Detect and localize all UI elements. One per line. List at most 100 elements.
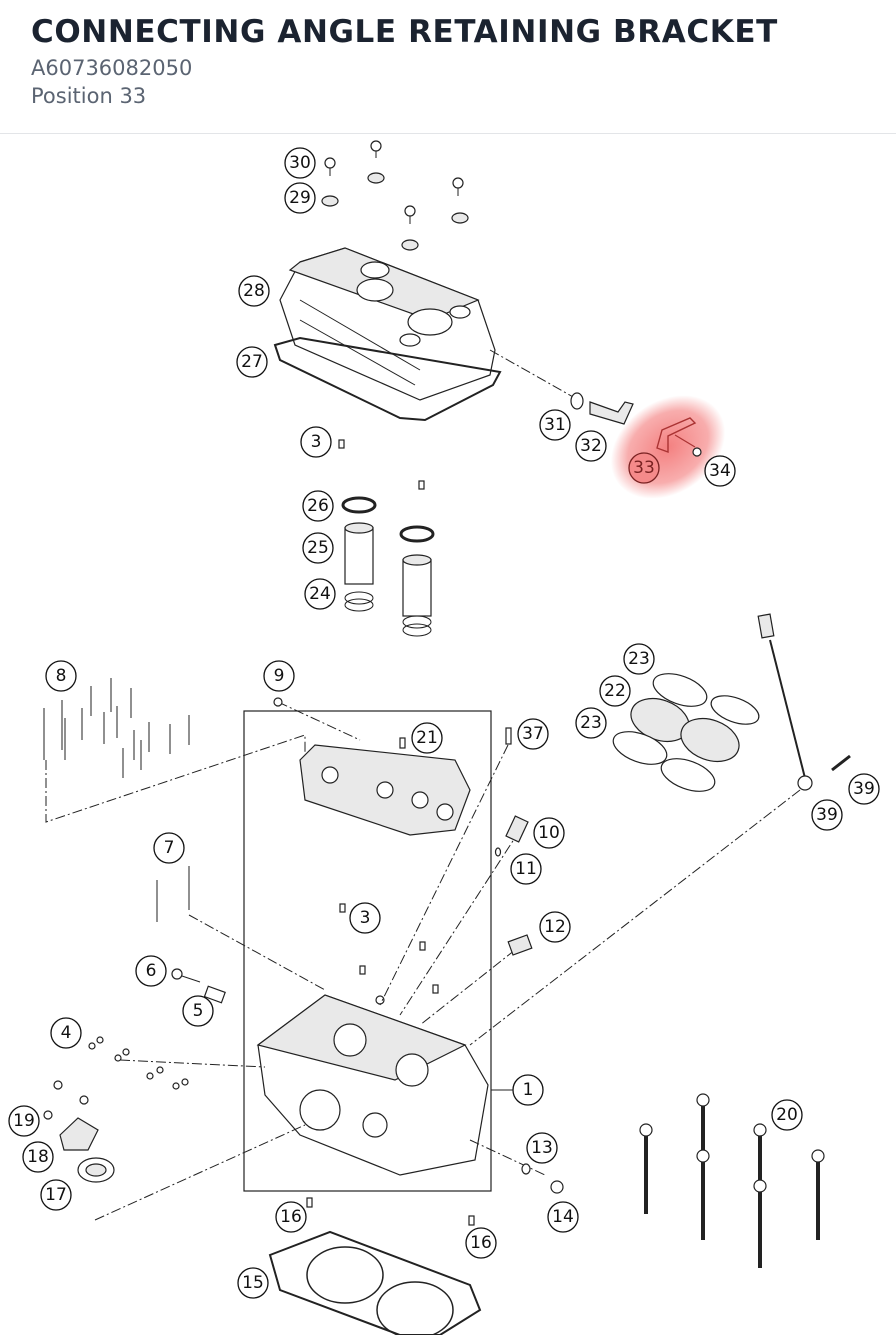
svg-text:1: 1: [523, 1080, 534, 1100]
svg-text:33: 33: [633, 458, 655, 478]
svg-text:16: 16: [470, 1233, 492, 1253]
svg-text:34: 34: [709, 461, 731, 481]
thermostat-housing-17-18-19: [43, 1080, 115, 1183]
callout-7[interactable]: 7: [153, 832, 185, 864]
position-label: Position 33: [31, 84, 147, 108]
svg-text:12: 12: [544, 917, 566, 937]
svg-text:16: 16: [280, 1207, 302, 1227]
frame-box: [243, 710, 492, 1192]
head-gasket-15: [268, 1230, 482, 1335]
svg-text:39: 39: [816, 805, 838, 825]
svg-text:5: 5: [193, 1001, 204, 1021]
callout-23-top[interactable]: 23: [623, 643, 655, 675]
callout-24[interactable]: 24: [304, 578, 336, 610]
o-ring-31: [570, 392, 584, 410]
callout-39-right[interactable]: 39: [848, 773, 880, 805]
callout-19[interactable]: 19: [8, 1105, 40, 1137]
callout-30[interactable]: 30: [284, 147, 316, 179]
svg-text:6: 6: [146, 961, 157, 981]
callout-4[interactable]: 4: [50, 1017, 82, 1049]
cylinder-head-1: [256, 994, 489, 1176]
callout-18[interactable]: 18: [22, 1141, 54, 1173]
sensor-10: [505, 815, 529, 843]
sensor-12: [507, 934, 533, 956]
svg-text:19: 19: [13, 1111, 35, 1131]
svg-text:3: 3: [360, 908, 371, 928]
callout-26[interactable]: 26: [302, 490, 334, 522]
svg-text:31: 31: [544, 415, 566, 435]
callout-23-bottom[interactable]: 23: [575, 707, 607, 739]
svg-text:20: 20: [776, 1105, 798, 1125]
camshaft-bearing-bridge-21: [299, 737, 471, 836]
callout-11[interactable]: 11: [510, 853, 542, 885]
svg-text:37: 37: [522, 724, 544, 744]
callout-8[interactable]: 8: [45, 660, 77, 692]
plugs-4: [88, 1036, 189, 1090]
callout-33[interactable]: 33: [628, 452, 660, 484]
svg-text:14: 14: [552, 1207, 574, 1227]
callout-14[interactable]: 14: [547, 1201, 579, 1233]
callout-25[interactable]: 25: [302, 532, 334, 564]
svg-text:9: 9: [274, 666, 285, 686]
callout-12[interactable]: 12: [539, 911, 571, 943]
callout-34[interactable]: 34: [704, 455, 736, 487]
svg-text:17: 17: [45, 1185, 67, 1205]
svg-text:7: 7: [164, 838, 175, 858]
callout-21[interactable]: 21: [411, 722, 443, 754]
callout-20[interactable]: 20: [771, 1099, 803, 1131]
callout-32[interactable]: 32: [575, 430, 607, 462]
svg-text:10: 10: [538, 823, 560, 843]
screw-plug-13-14: [521, 1163, 564, 1194]
svg-text:30: 30: [289, 153, 311, 173]
callout-16-right[interactable]: 16: [465, 1227, 497, 1259]
callout-3-middle[interactable]: 3: [349, 902, 381, 934]
sensor-37: [505, 727, 512, 745]
callout-15[interactable]: 15: [237, 1267, 269, 1299]
callout-10[interactable]: 10: [533, 817, 565, 849]
svg-text:18: 18: [27, 1147, 49, 1167]
filter-parts: [341, 496, 435, 637]
callout-17[interactable]: 17: [40, 1179, 72, 1211]
bolts-7: [156, 866, 190, 922]
callout-3-top[interactable]: 3: [300, 426, 332, 458]
svg-text:15: 15: [242, 1273, 264, 1293]
screw-6: [171, 968, 201, 983]
sensor-cable-39: [757, 613, 851, 791]
callout-9[interactable]: 9: [263, 660, 295, 692]
connecting-angle-32: [589, 401, 634, 425]
dowels-16: [306, 1197, 475, 1226]
svg-text:39: 39: [853, 779, 875, 799]
callout-22[interactable]: 22: [599, 675, 631, 707]
intake-parts-22-23: [612, 673, 760, 792]
callout-31[interactable]: 31: [539, 409, 571, 441]
callout-27[interactable]: 27: [236, 346, 268, 378]
callout-16-left[interactable]: 16: [275, 1201, 307, 1233]
screw-34: [692, 447, 702, 457]
callout-1[interactable]: 1: [512, 1074, 544, 1106]
callout-37[interactable]: 37: [517, 718, 549, 750]
svg-text:24: 24: [309, 584, 331, 604]
page-title: CONNECTING ANGLE RETAINING BRACKET: [31, 14, 778, 50]
callout-39-left[interactable]: 39: [811, 799, 843, 831]
header: CONNECTING ANGLE RETAINING BRACKET A6073…: [0, 0, 896, 134]
callout-6[interactable]: 6: [135, 955, 167, 987]
svg-text:23: 23: [580, 713, 602, 733]
svg-text:29: 29: [289, 188, 311, 208]
head-bolts-group-8: [43, 678, 306, 823]
svg-text:28: 28: [243, 281, 265, 301]
cap-screws-20: [639, 1093, 825, 1268]
callout-13[interactable]: 13: [526, 1132, 558, 1164]
callout-28[interactable]: 28: [238, 275, 270, 307]
svg-text:32: 32: [580, 436, 602, 456]
svg-text:8: 8: [56, 666, 67, 686]
exploded-parts-diagram: 30 29 28 27 3 31 32 33 34 26 25 24 23 22…: [8, 140, 880, 1335]
small-screws-top: [321, 140, 469, 251]
svg-text:3: 3: [311, 432, 322, 452]
callout-5[interactable]: 5: [182, 995, 214, 1027]
svg-text:23: 23: [628, 649, 650, 669]
callout-29[interactable]: 29: [284, 182, 316, 214]
svg-text:13: 13: [531, 1138, 553, 1158]
o-ring-11: [494, 847, 502, 857]
svg-text:4: 4: [61, 1023, 72, 1043]
part-number: A60736082050: [31, 56, 193, 80]
